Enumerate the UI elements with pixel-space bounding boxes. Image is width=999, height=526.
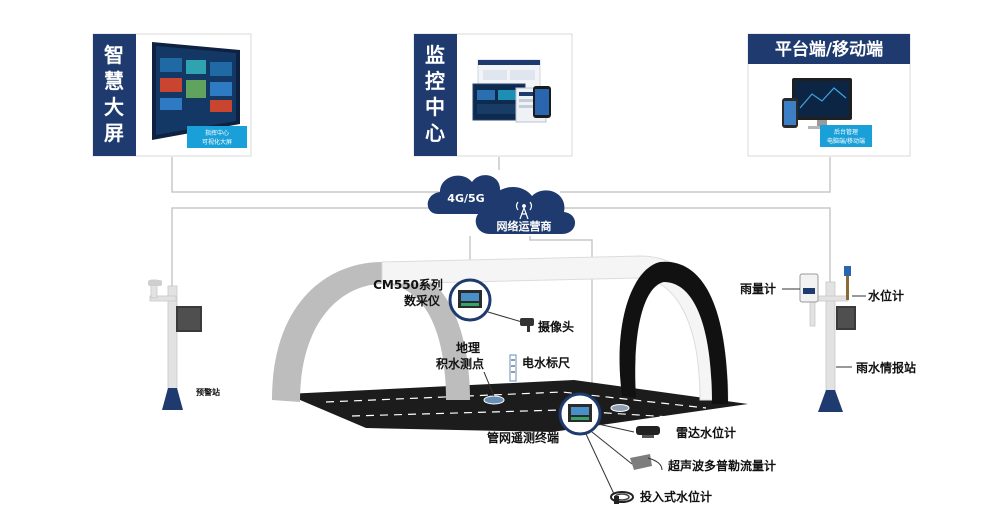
camera-icon [487,311,534,332]
terminal-leaders [585,423,635,495]
big-screen-badge [187,126,247,148]
warning-station-label: 预警站 [196,387,220,397]
radar-icon [636,426,660,438]
line-bigscreen [171,157,440,193]
road-surface [286,380,748,432]
monitor-title-char: 监 [425,43,445,67]
operator-label: 网络运营商 [497,219,552,233]
platform-badge-line: 后台管理 [834,128,858,136]
water-level-label: 水位计 [868,288,904,303]
rain-gauge-label: 雨量计 [740,281,776,296]
panel-title-bg [414,34,457,156]
monitor-title-char: 控 [425,69,445,93]
big-screen-badge-line: 指挥中心 [205,129,229,137]
rain-gauge-icon [799,273,819,303]
gauge-label: 电水标尺 [522,355,570,370]
submersible-label: 投入式水位计 [640,489,712,504]
platform-devices-image [782,78,852,129]
tunnel-illustration [272,255,748,432]
collector-node [448,278,492,322]
collector-label: 数采仪 [404,293,441,308]
cloud-4g-icon: 4G/5G [427,175,510,214]
tunnel-back-arch [619,261,728,404]
tunnel-front-arch [272,262,470,402]
geo-point-label-1: 地理 [456,340,480,355]
camera-label: 摄像头 [538,319,574,334]
monitor-title-char: 中 [425,95,445,119]
warning-station-pole [148,279,202,410]
cloud-operator-icon: 网络运营商 [475,186,576,234]
geo-point-label-2: 积水测点 [436,356,484,371]
doppler-icon [630,454,663,471]
camera-icon [148,280,162,286]
line-rain-station [560,207,831,282]
monitor-screenshots-image [472,59,551,123]
video-wall-image [152,42,240,140]
monitor-title-char: 心 [425,121,445,145]
big-screen-title-char: 慧 [104,69,124,93]
rain-station-label: 雨水情报站 [856,360,916,375]
big-screen-title-char: 大 [104,95,124,119]
panel-title-bg [93,34,136,156]
big-screen-title-char: 智 [104,43,124,67]
platform-title: 平台端/移动端 [775,39,883,60]
rain-station-pole [807,281,856,412]
connector-lines [171,157,831,400]
doppler-label: 超声波多普勒流量计 [667,458,776,473]
pipe-terminal-node [558,392,602,436]
water-level-icon [844,266,851,300]
radar-label: 雷达水位计 [676,425,736,440]
pipe-terminal-label: 管网遥测终端 [487,430,559,445]
big-screen-badge-line: 可视化大屏 [202,138,232,146]
panel-title-bg [748,34,910,64]
panel-big-screen: 智 慧 大 屏 指挥中心 可视化大屏 [92,33,252,157]
gauge-icon [509,354,517,382]
line-platform [560,157,831,193]
line-warning [171,207,440,286]
platform-badge-line: 电脑端/移动端 [827,137,865,145]
cm550-label: CM550系列 [373,277,443,292]
panel-monitor: 监 控 中 心 [413,33,573,157]
submersible-icon [610,491,634,504]
cloud-4g-label: 4G/5G [447,192,484,205]
big-screen-title-char: 屏 [104,121,124,145]
line-terminal [529,236,593,400]
platform-badge [820,125,872,147]
tower-icon [515,201,533,220]
panel-platform: 平台端/移动端 后台管理 电脑端/移动端 [747,33,911,157]
